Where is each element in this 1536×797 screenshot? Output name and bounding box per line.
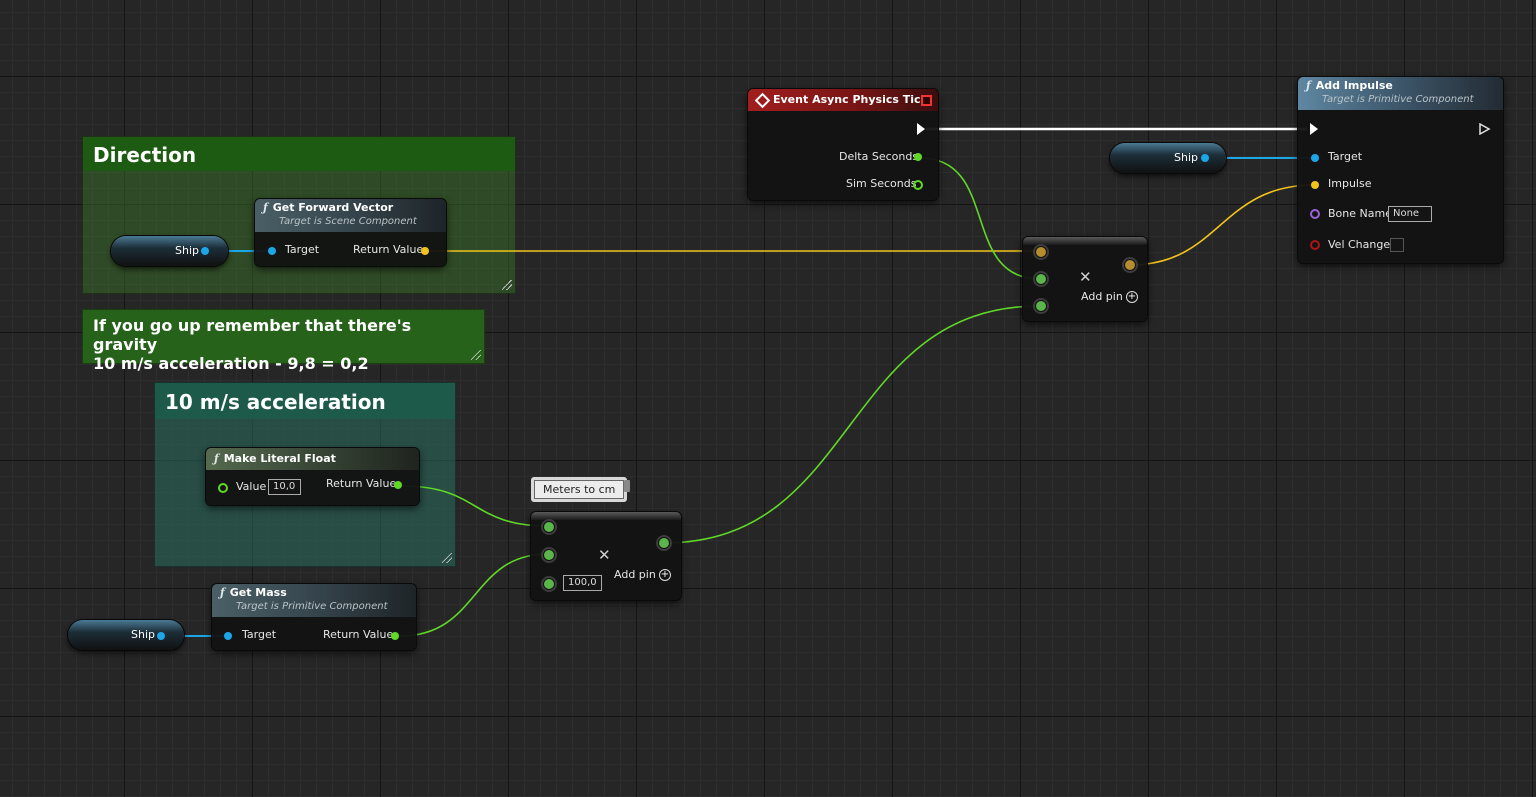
pin-label-target: Target bbox=[242, 628, 276, 641]
node-header: ƒ Get Forward Vector Target is Scene Comp… bbox=[255, 199, 446, 232]
variable-label: Ship bbox=[175, 244, 199, 257]
comment-gravity[interactable]: If you go up remember that there's gravi… bbox=[82, 309, 485, 364]
ship-output-pin[interactable] bbox=[157, 632, 165, 640]
value-pin[interactable] bbox=[218, 483, 228, 493]
function-icon: ƒ bbox=[220, 586, 225, 599]
node-subtitle: Target is Primitive Component bbox=[220, 600, 408, 613]
multiply-input-pin-b[interactable] bbox=[1035, 273, 1047, 285]
target-pin[interactable] bbox=[1311, 154, 1319, 162]
ship-output-pin[interactable] bbox=[201, 247, 209, 255]
node-title: Make Literal Float bbox=[224, 452, 336, 465]
impulse-pin[interactable] bbox=[1311, 181, 1319, 189]
pin-label-delta-seconds: Delta Seconds bbox=[839, 150, 918, 163]
function-icon: ƒ bbox=[1306, 79, 1311, 92]
node-subtitle: Target is Scene Component bbox=[263, 215, 438, 228]
ship-output-pin[interactable] bbox=[1201, 154, 1209, 162]
multiply-input-pin-c[interactable] bbox=[1035, 300, 1047, 312]
comment-line-1: If you go up remember that there's gravi… bbox=[83, 310, 484, 354]
event-header: Event Async Physics Tick bbox=[748, 89, 938, 111]
bubble-pin-icon[interactable] bbox=[624, 480, 630, 492]
pin-label-value: Value bbox=[236, 480, 266, 493]
resize-handle-icon[interactable] bbox=[442, 553, 452, 563]
exec-out-pin[interactable] bbox=[917, 123, 925, 135]
add-pin-icon[interactable]: + bbox=[659, 569, 671, 581]
bubble-text: Meters to cm bbox=[534, 480, 624, 499]
variable-label: Ship bbox=[131, 628, 155, 641]
pin-label-sim-seconds: Sim Seconds bbox=[846, 177, 916, 190]
add-pin-label[interactable]: Add pin bbox=[1081, 290, 1123, 303]
comment-title: Direction bbox=[83, 137, 515, 171]
float-wire-multiply-to-multiply bbox=[664, 306, 1040, 543]
node-title: Get Mass bbox=[230, 586, 287, 599]
float-wire-delta-to-multiply bbox=[920, 158, 1040, 279]
node-comment-bubble[interactable]: Meters to cm bbox=[531, 477, 627, 502]
node-title: Get Forward Vector bbox=[273, 201, 393, 214]
return-value-pin[interactable] bbox=[394, 481, 402, 489]
bone-name-pin[interactable] bbox=[1310, 209, 1320, 219]
function-icon: ƒ bbox=[214, 452, 219, 465]
node-title: Add Impulse bbox=[1316, 79, 1393, 92]
multiply-output-pin[interactable] bbox=[1124, 259, 1136, 271]
pin-label-return-value: Return Value bbox=[353, 243, 423, 256]
bone-name-input[interactable]: None bbox=[1388, 206, 1432, 222]
node-header: ƒ Make Literal Float bbox=[206, 448, 419, 470]
pin-label-return-value: Return Value bbox=[323, 628, 393, 641]
multiply-input-pin-a[interactable] bbox=[1035, 246, 1047, 258]
multiply-output-pin[interactable] bbox=[658, 537, 670, 549]
ship-variable-node[interactable]: Ship bbox=[68, 620, 184, 650]
return-value-pin[interactable] bbox=[421, 247, 429, 255]
pin-label-return-value: Return Value bbox=[326, 477, 396, 490]
vel-change-pin[interactable] bbox=[1310, 240, 1320, 250]
comment-title: 10 m/s acceleration bbox=[155, 383, 455, 419]
variable-label: Ship bbox=[1174, 151, 1198, 164]
resize-handle-icon[interactable] bbox=[471, 350, 481, 360]
pin-label-vel-change: Vel Change bbox=[1328, 238, 1390, 251]
delta-seconds-pin[interactable] bbox=[914, 153, 922, 161]
node-header bbox=[1023, 237, 1147, 245]
exec-out-pin[interactable] bbox=[1479, 123, 1491, 135]
add-impulse-node[interactable]: ƒ Add Impulse Target is Primitive Compone… bbox=[1298, 77, 1503, 263]
multiply-input-pin-c[interactable] bbox=[543, 578, 555, 590]
event-delegate-icon[interactable] bbox=[921, 95, 932, 106]
ship-variable-node[interactable]: Ship bbox=[111, 236, 228, 266]
pin-label-target: Target bbox=[285, 243, 319, 256]
return-value-pin[interactable] bbox=[391, 632, 399, 640]
resize-handle-icon[interactable] bbox=[502, 280, 512, 290]
node-header: ƒ Get Mass Target is Primitive Component bbox=[212, 584, 416, 617]
node-header bbox=[531, 512, 681, 520]
comment-line-2: 10 m/s acceleration - 9,8 = 0,2 bbox=[83, 354, 484, 374]
exec-in-pin[interactable] bbox=[1310, 123, 1318, 135]
value-input[interactable]: 10,0 bbox=[268, 479, 301, 495]
add-pin-icon[interactable]: + bbox=[1126, 291, 1138, 303]
vel-change-checkbox[interactable] bbox=[1390, 238, 1404, 252]
function-icon: ƒ bbox=[263, 201, 268, 214]
node-title: Event Async Physics Tick bbox=[773, 93, 928, 107]
pin-label-target: Target bbox=[1328, 150, 1362, 163]
multiply-input-pin-b[interactable] bbox=[543, 549, 555, 561]
target-pin[interactable] bbox=[224, 632, 232, 640]
multiply-constant-input[interactable]: 100,0 bbox=[563, 575, 602, 591]
pin-label-impulse: Impulse bbox=[1328, 177, 1371, 190]
add-pin-label[interactable]: Add pin bbox=[614, 568, 656, 581]
node-header: ƒ Add Impulse Target is Primitive Compone… bbox=[1298, 77, 1503, 110]
vector-wire-multiply-to-impulse bbox=[1130, 185, 1314, 265]
multiply-icon: ✕ bbox=[598, 546, 611, 564]
pin-label-bone-name: Bone Name bbox=[1328, 207, 1392, 220]
event-diamond-icon bbox=[755, 93, 771, 109]
multiply-icon: ✕ bbox=[1079, 268, 1092, 286]
multiply-input-pin-a[interactable] bbox=[543, 521, 555, 533]
node-subtitle: Target is Primitive Component bbox=[1306, 93, 1495, 106]
sim-seconds-pin[interactable] bbox=[913, 180, 923, 190]
target-pin[interactable] bbox=[268, 247, 276, 255]
